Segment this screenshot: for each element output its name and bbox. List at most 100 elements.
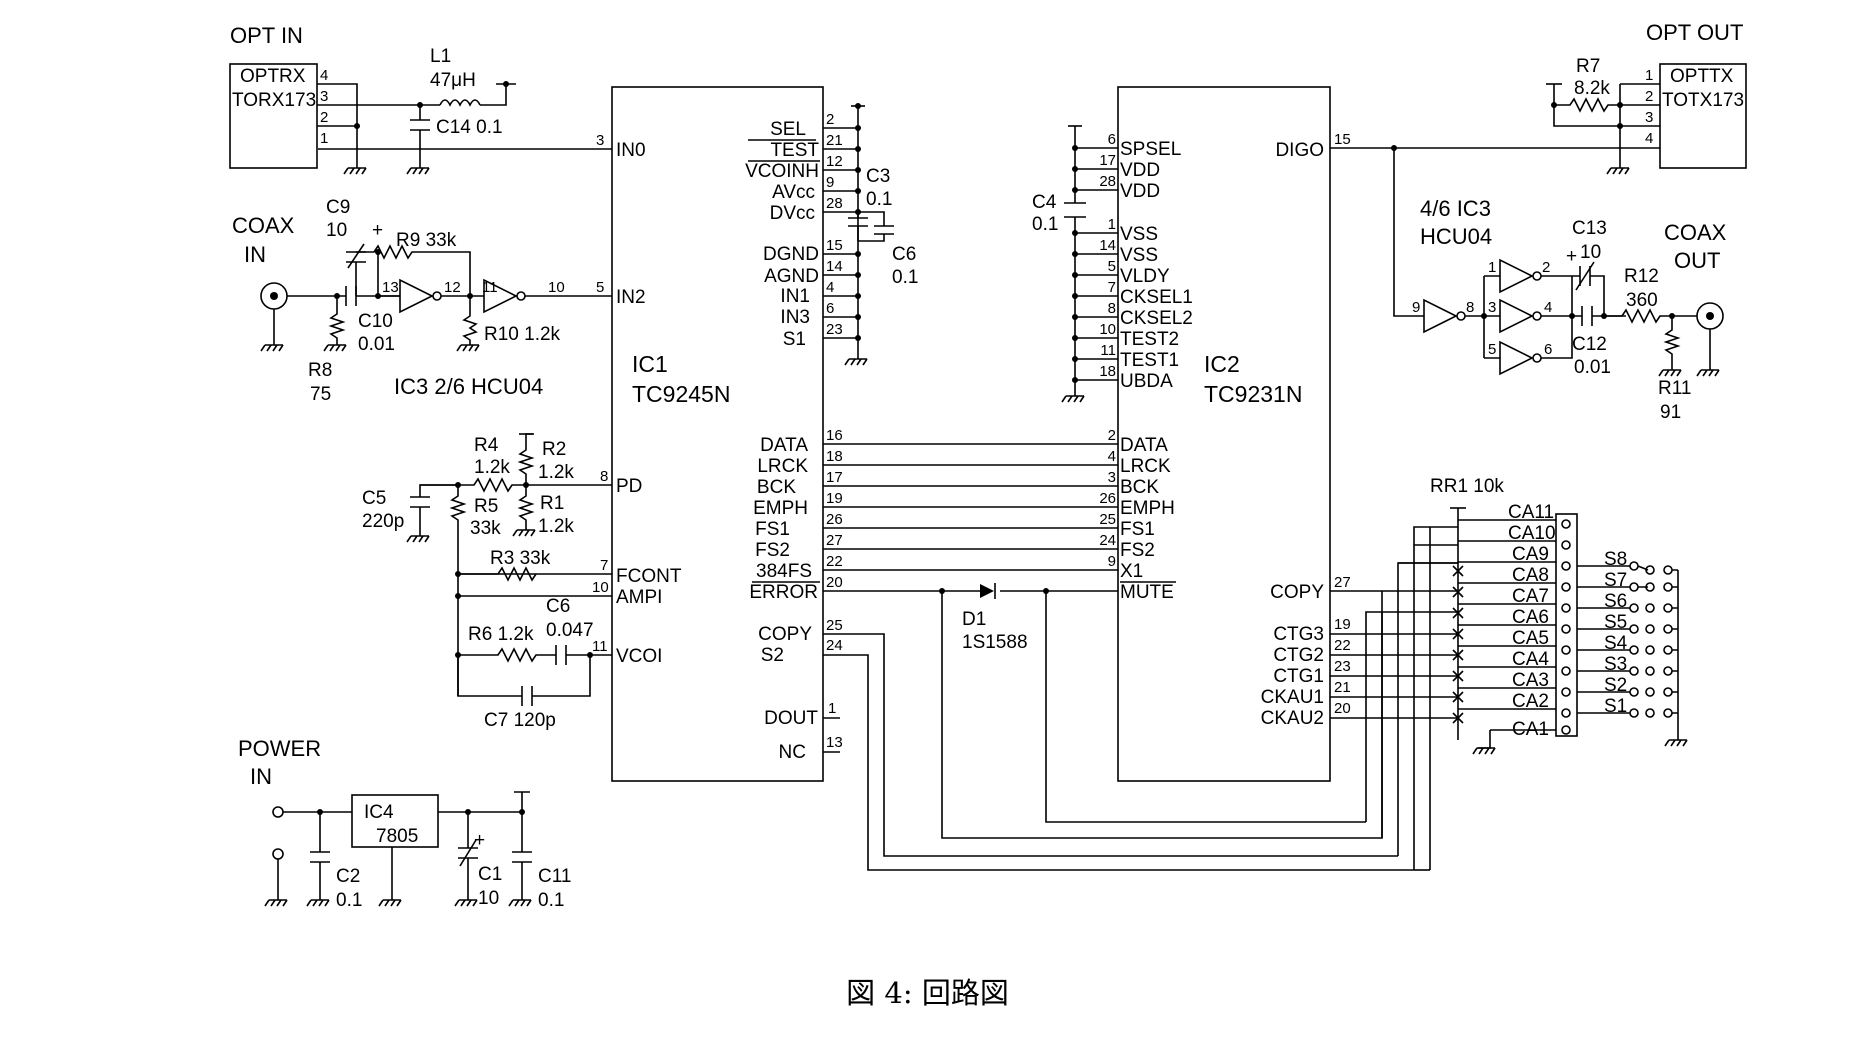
c9-label: C9: [326, 197, 350, 218]
ic1-pin-name: DGND: [763, 244, 819, 265]
ic1-pin-num: 23: [826, 321, 843, 338]
c10-value: 0.01: [358, 334, 395, 355]
ic2-pin-name: VDD: [1120, 160, 1160, 181]
r1-value: 1.2k: [538, 516, 574, 537]
ic1-pin-name: COPY: [758, 624, 812, 645]
r8-label: R8: [308, 360, 332, 381]
c4-label: C4: [1032, 192, 1057, 213]
ic1-pin-num: 4: [826, 279, 834, 296]
switch-label: S4: [1604, 633, 1628, 654]
r4-label: R4: [474, 435, 499, 456]
optrx-part: TORX173: [232, 90, 316, 111]
c13-label: C13: [1572, 218, 1607, 239]
ic2-pin-name: CTG1: [1273, 666, 1324, 687]
opttx-pin: 4: [1645, 130, 1653, 147]
gate-pin: 2: [1542, 259, 1550, 276]
ic2-pin-num: 10: [1099, 321, 1116, 338]
ic1-pin-num: 7: [600, 557, 608, 574]
ic2-pin-name: LRCK: [1120, 456, 1171, 477]
ic2-pin-name: DATA: [1120, 435, 1168, 456]
gate-pin: 13: [382, 279, 399, 296]
ic1-pin-name: NC: [779, 742, 806, 763]
ic1-pin-num: 20: [826, 574, 843, 591]
ic1-pin-name: LRCK: [757, 456, 808, 477]
c9-polarity: +: [372, 220, 383, 241]
gate-pin: 1: [1488, 259, 1496, 276]
ic2-pin-num: 26: [1099, 490, 1116, 507]
r2-label: R2: [542, 439, 566, 460]
c6b-value: 0.1: [892, 267, 918, 288]
ic1-part: TC9245N: [632, 381, 730, 407]
power-title-1: POWER: [238, 736, 321, 761]
figure-caption: 図 4: 回路図: [846, 976, 1009, 1010]
r12-label: R12: [1624, 266, 1659, 287]
ic2-pin-num: 17: [1099, 152, 1116, 169]
c7-label: C7 120p: [484, 710, 556, 731]
ic2-pin-name: CKSEL2: [1120, 308, 1193, 329]
ic3b-label-2: HCU04: [1420, 224, 1492, 249]
c10-label: C10: [358, 311, 393, 332]
ic2-pin-num: 21: [1334, 679, 1351, 696]
switch-label: S2: [1604, 675, 1627, 696]
gate-pin: 8: [1466, 299, 1474, 316]
r11-label: R11: [1658, 378, 1691, 399]
optrx-pin: 1: [320, 130, 328, 147]
ic1-pin-name: S2: [761, 645, 784, 666]
ic1-pin-name: IN2: [616, 287, 646, 308]
ic1-pin-name: DATA: [760, 435, 808, 456]
r8-value: 75: [310, 384, 331, 405]
ic2-pin-num: 6: [1108, 131, 1116, 148]
ic1-pin-num: 10: [592, 579, 609, 596]
ic2-pin-name: CTG2: [1273, 645, 1324, 666]
c2-label: C2: [336, 866, 360, 887]
ic4-part: 7805: [376, 826, 418, 847]
c3-value: 0.1: [866, 189, 892, 210]
ic1-pin-num: 28: [826, 195, 843, 212]
ic2-pin-name: CKSEL1: [1120, 287, 1193, 308]
rr1-pin: CA5: [1512, 628, 1549, 649]
ic1-pin-name: FCONT: [616, 566, 682, 587]
optrx-pin: 3: [320, 88, 328, 105]
opt-out-section: OPT OUT OPTTX TOTX173 1 2 3 4 R7 8.2k: [1330, 20, 1747, 175]
ic1-pin-name: EMPH: [753, 498, 808, 519]
ic2-pin-num: 3: [1108, 469, 1116, 486]
ic2-pin-name: UBDA: [1120, 371, 1173, 392]
c4-value: 0.1: [1032, 214, 1058, 235]
rr1-pin: CA1: [1512, 719, 1549, 740]
ic2-pin-name: FS2: [1120, 540, 1155, 561]
ic1-pin-num: 27: [826, 532, 843, 549]
ic1-decoupling: C3 0.1 C6 0.1: [848, 166, 918, 288]
r5-label: R5: [474, 496, 498, 517]
gate-pin: 12: [444, 279, 461, 296]
ic2-pin-name: COPY: [1270, 582, 1324, 603]
ic1-pin-name: SEL: [770, 119, 806, 140]
ic2-block: IC2 TC9231N SPSEL VDD VDD VSS VSS VLDY C…: [1032, 86, 1351, 782]
r12-value: 360: [1626, 290, 1658, 311]
l1-label: L1: [430, 46, 451, 67]
ic1-pin-name: DOUT: [764, 708, 818, 729]
ic1-pin-num: 15: [826, 237, 843, 254]
ic1-pin-name: AMPI: [616, 587, 662, 608]
c9-value: 10: [326, 220, 347, 241]
ic2-pin-name: EMPH: [1120, 498, 1175, 519]
r6-label: R6 1.2k: [468, 624, 534, 645]
ic2-pin-name: VDD: [1120, 181, 1160, 202]
r4-value: 1.2k: [474, 457, 510, 478]
ic2-pin-num: 22: [1334, 637, 1351, 654]
opttx-pin: 3: [1645, 109, 1653, 126]
ic1-pin-num: 22: [826, 553, 843, 570]
r7-label: R7: [1576, 56, 1600, 77]
ic1-pin-name: DVcc: [770, 203, 815, 224]
ic1-pin-num: 21: [826, 132, 843, 149]
ic1-pin-name: VCOI: [616, 646, 662, 667]
c1-label: C1: [478, 864, 502, 885]
ic2-pin-num: 7: [1108, 279, 1116, 296]
ic1-pin-num: 14: [826, 258, 843, 275]
ic2-pin-name: SPSEL: [1120, 139, 1181, 160]
ic1-pin-num: 8: [600, 468, 608, 485]
switch-label: S5: [1604, 612, 1627, 633]
ic2-pin-num: 23: [1334, 658, 1351, 675]
pll-filter: R4 1.2k R2 1.2k R1 1.2k C5 220p R5 33k R…: [362, 433, 594, 731]
ic2-pin-name: CKAU1: [1261, 687, 1324, 708]
ic2-pin-name: VLDY: [1120, 266, 1170, 287]
